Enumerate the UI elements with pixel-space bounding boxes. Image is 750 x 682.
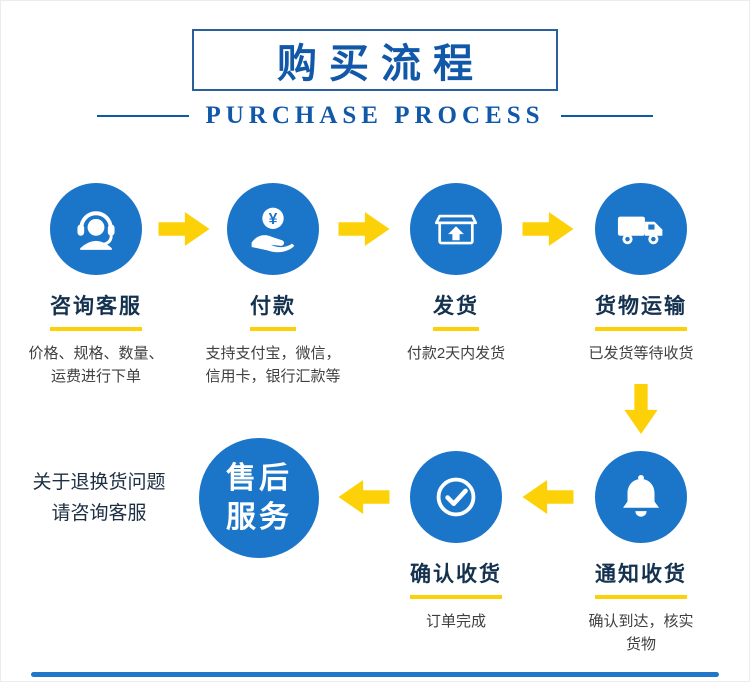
check-circle-icon [436,477,476,517]
step-payment: ¥ 付款 支持支付宝，微信， 信用卡，银行汇款等 [188,183,358,389]
step-icon-circle [595,183,687,275]
subtitle-line-right [560,115,653,117]
step-label: 确认收货 [371,558,541,599]
step-desc: 价格、规格、数量、 运费进行下单 [28,345,164,386]
step-notify-receipt: 通知收货 确认到达，核实 货物 [556,451,726,657]
arrow-right-icon [522,212,574,246]
step-icon-circle [410,451,502,543]
after-sale-line1: 售后 [226,462,292,495]
subtitle-line-left [97,115,190,117]
step-icon-circle [595,451,687,543]
step-label: 付款 [188,290,358,331]
step-confirm-receipt: 确认收货 订单完成 [371,451,541,633]
step-desc: 已发货等待收货 [588,345,694,362]
step-transport: 货物运输 已发货等待收货 [556,183,726,365]
package-ship-icon [434,214,478,245]
customer-service-headset-icon [77,211,115,250]
title-box: 购买流程 [192,29,558,91]
step-consult-service: 咨询客服 价格、规格、数量、 运费进行下单 [11,183,181,389]
arrow-right-icon [338,212,390,246]
step-icon-circle [50,183,142,275]
after-sale-service-badge: 售后 服务 [199,438,319,558]
step-desc: 付款2天内发货 [406,345,506,362]
payment-hand-coin-icon: ¥ [251,207,295,253]
step-desc: 订单完成 [425,613,486,630]
step-desc: 支持支付宝，微信， 信用卡，银行汇款等 [205,345,341,386]
step-icon-circle [410,183,502,275]
truck-icon [617,216,663,245]
step-icon-circle: ¥ [227,183,319,275]
page-subtitle: PURCHASE PROCESS [205,102,545,129]
arrow-left-icon [522,480,574,514]
step-desc: 确认到达，核实 货物 [588,613,694,654]
bottom-divider [31,672,719,677]
step-label: 发货 [371,290,541,331]
after-sale-note: 关于退换货问题 请咨询客服 [32,472,166,525]
after-sale-line2: 服务 [226,501,292,534]
page-title: 购买流程 [277,42,485,86]
step-label: 咨询客服 [11,290,181,331]
step-label: 通知收货 [556,558,726,599]
step-label: 货物运输 [556,290,726,331]
arrow-left-icon [338,480,390,514]
arrow-right-icon [158,212,210,246]
arrow-down-icon [624,384,658,434]
svg-text:¥: ¥ [269,211,278,228]
bell-icon [623,474,659,517]
subtitle-row: PURCHASE PROCESS [1,102,749,130]
step-ship: 发货 付款2天内发货 [371,183,541,365]
